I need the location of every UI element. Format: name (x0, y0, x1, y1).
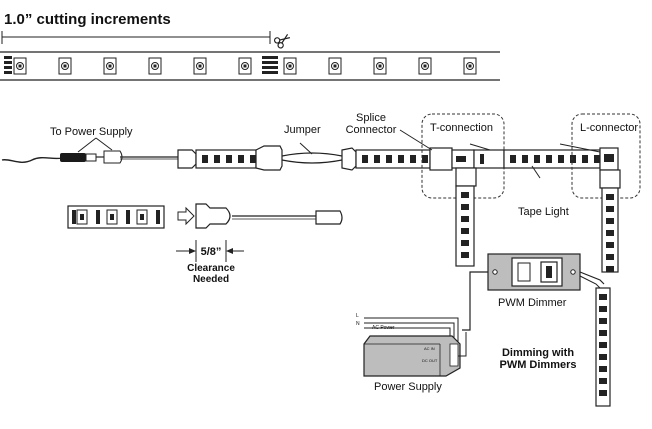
arrow-right-icon (189, 248, 196, 254)
led-chip (599, 354, 607, 360)
led-chip (599, 366, 607, 372)
led-chip (362, 155, 368, 163)
pwm-dimmer (487, 253, 581, 291)
led-chip (599, 294, 607, 300)
ac-in-label: AC IN (424, 346, 435, 351)
led-chip (461, 204, 469, 210)
splice-connector-label: Splice Connector (345, 112, 397, 137)
led-chip (606, 242, 614, 248)
led-chip (410, 155, 416, 163)
l-connector-label: L-connector (580, 122, 639, 134)
led-chip (461, 252, 469, 258)
led-chip (386, 155, 392, 163)
strip-segment (503, 149, 601, 169)
led-chip (599, 342, 607, 348)
led-chip (226, 155, 232, 163)
led-chip (582, 155, 588, 163)
tape-light-label: Tape Light (518, 206, 569, 218)
to-power-supply-label: To Power Supply (50, 126, 133, 138)
dc-out-label: DC OUT (422, 358, 438, 363)
t-connection-label: T-connection (430, 122, 493, 134)
led-chip (461, 192, 469, 198)
led-chip (422, 155, 428, 163)
power-supply-label: Power Supply (374, 381, 442, 393)
led-chip (214, 155, 220, 163)
wire-l-label: L (356, 313, 359, 319)
splice-connector (429, 147, 453, 171)
strip-segment (355, 149, 431, 169)
led-chip (558, 155, 564, 163)
arrow-left-icon (226, 248, 233, 254)
led-chip (599, 378, 607, 384)
led-chip (374, 155, 380, 163)
jumper-cable (281, 142, 343, 164)
arrow-right-icon (177, 206, 195, 226)
led-chip (461, 228, 469, 234)
power-supply (363, 317, 467, 377)
led-chip (606, 254, 614, 260)
led-chip (599, 306, 607, 312)
led-chip (606, 266, 614, 272)
led-chip (546, 155, 552, 163)
led-chip (250, 155, 256, 163)
led-chip (461, 216, 469, 222)
led-chip (398, 155, 404, 163)
t-connection-box (421, 113, 505, 199)
dimming-note: Dimming with PWM Dimmers (499, 347, 577, 372)
jumper-label: Jumper (284, 124, 321, 136)
led-chip (606, 206, 614, 212)
ac-power-label: AC Power (372, 325, 395, 331)
led-chip (534, 155, 540, 163)
power-cable (1, 150, 178, 164)
led-chip (599, 318, 607, 324)
led-chip (510, 155, 516, 163)
cutting-strip (0, 31, 500, 81)
pwm-dimmer-label: PWM Dimmer (498, 297, 567, 309)
wire-n-label: N (356, 321, 360, 327)
led-chip (599, 390, 607, 396)
led-chip (238, 155, 244, 163)
led-chip (522, 155, 528, 163)
diagram-title: 1.0” cutting increments (4, 11, 171, 28)
scissors-icon (273, 34, 291, 49)
led-chip (599, 330, 607, 336)
strip-connector (177, 149, 197, 169)
clearance-detail (67, 203, 343, 262)
led-chip (606, 230, 614, 236)
clearance-value: 5/8” (200, 246, 222, 258)
led-chip (570, 155, 576, 163)
strip-segment (195, 149, 257, 169)
led-chip (606, 218, 614, 224)
strip-segment (455, 185, 475, 267)
led-chip (461, 240, 469, 246)
strip-segment (601, 187, 619, 273)
clearance-label: Clearance Needed (187, 263, 235, 285)
led-chip (594, 155, 600, 163)
led-chip (202, 155, 208, 163)
led-chip (606, 194, 614, 200)
strip-segment (595, 287, 611, 407)
